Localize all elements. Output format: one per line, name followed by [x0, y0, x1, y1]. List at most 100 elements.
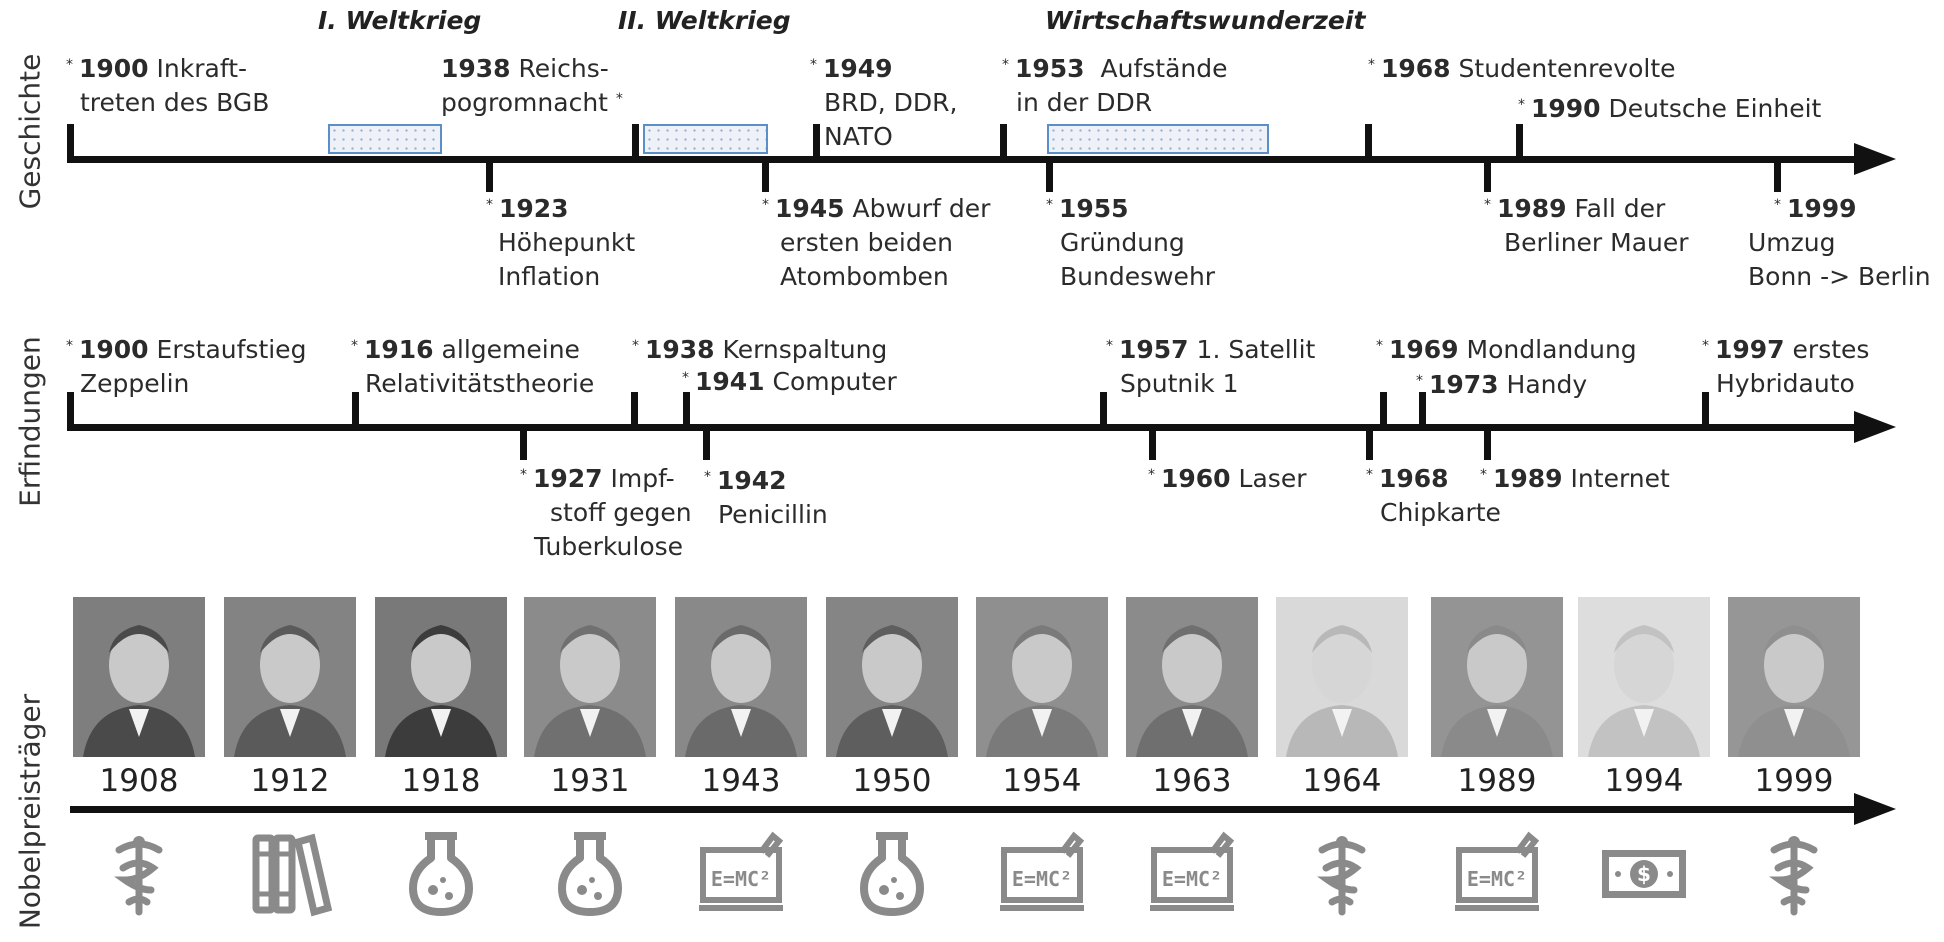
- svg-text:E=MC²: E=MC²: [1467, 867, 1527, 891]
- laureate-portrait: [976, 597, 1108, 757]
- period-label-ww2: II. Weltkrieg: [618, 6, 791, 35]
- period-label-wirtschaftswunder: Wirtschaftswunderzeit: [1045, 6, 1366, 35]
- history-event: *1989 Fall der Berliner Mauer: [1484, 194, 1689, 257]
- emc2-board-icon: E=MC²: [1142, 828, 1242, 918]
- history-tick: [1516, 124, 1523, 160]
- history-event: *1968 Studentenrevolte: [1368, 54, 1676, 83]
- laureate-portrait: [375, 597, 507, 757]
- nobel-axis-arrowhead: [1854, 793, 1896, 825]
- invention-event: *1916 allgemeine Relativitätstheorie: [351, 335, 595, 398]
- history-axis-arrowhead: [1854, 143, 1896, 175]
- flask-icon: [391, 828, 491, 918]
- row-label-history: Geschichte: [13, 53, 47, 210]
- books-icon: [240, 828, 340, 918]
- history-tick: [813, 124, 820, 160]
- laureate-portrait: [675, 597, 807, 757]
- flask-icon: [540, 828, 640, 918]
- emc2-board-icon: E=MC²: [992, 828, 1092, 918]
- laureate-year: 1954: [1002, 763, 1082, 799]
- inventions-tick: [1702, 392, 1709, 428]
- laureate-year: 1999: [1754, 763, 1834, 799]
- laureate-year: 1912: [250, 763, 330, 799]
- invention-event: *1927 Impf- stoff gegen Tuberkulose: [520, 464, 692, 561]
- invention-event: *1997 erstes Hybridauto: [1702, 335, 1870, 398]
- flask-icon: [842, 828, 942, 918]
- money-bill-icon: $: [1594, 828, 1694, 918]
- svg-text:E=MC²: E=MC²: [1162, 867, 1222, 891]
- inventions-tick: [703, 424, 710, 460]
- invention-event: *1957 1. Satellit Sputnik 1: [1106, 335, 1316, 398]
- caduceus-icon: [89, 828, 189, 918]
- laureate-year: 1963: [1152, 763, 1232, 799]
- inventions-tick: [631, 392, 638, 428]
- inventions-tick: [520, 424, 527, 460]
- svg-text:$: $: [1637, 862, 1651, 886]
- invention-event: *1900 Erstaufstieg Zeppelin: [66, 335, 307, 398]
- period-box-wirtschaftswunder: [1047, 124, 1269, 154]
- caduceus-icon: [1292, 828, 1392, 918]
- nobel-axis: [70, 806, 1867, 813]
- laureate-year: 1964: [1302, 763, 1382, 799]
- inventions-tick: [1380, 392, 1387, 428]
- inventions-tick: [67, 392, 74, 428]
- inventions-tick: [1484, 424, 1491, 460]
- laureate-portrait: [1728, 597, 1860, 757]
- inventions-tick: [1100, 392, 1107, 428]
- history-event: *1949 BRD, DDR, NATO: [810, 54, 958, 151]
- period-box-ww2: [643, 124, 768, 154]
- invention-event: *1973 Handy: [1416, 370, 1588, 399]
- laureate-portrait: [826, 597, 958, 757]
- laureate-portrait: [1276, 597, 1408, 757]
- inventions-axis-arrowhead: [1854, 411, 1896, 443]
- laureate-year: 1994: [1604, 763, 1684, 799]
- history-tick: [1365, 124, 1372, 160]
- period-label-ww1: I. Weltkrieg: [318, 6, 482, 35]
- caduceus-icon: [1744, 828, 1844, 918]
- svg-text:E=MC²: E=MC²: [711, 867, 771, 891]
- svg-text:E=MC²: E=MC²: [1012, 867, 1072, 891]
- history-tick: [632, 124, 639, 160]
- history-tick: [762, 156, 769, 192]
- history-tick: [1774, 156, 1781, 192]
- invention-event: *1960 Laser: [1148, 464, 1307, 493]
- inventions-tick: [683, 392, 690, 428]
- emc2-board-icon: E=MC²: [1447, 828, 1547, 918]
- laureate-portrait: [1126, 597, 1258, 757]
- laureate-year: 1989: [1457, 763, 1537, 799]
- invention-event: *1969 Mondlandung: [1376, 335, 1637, 364]
- history-tick: [1484, 156, 1491, 192]
- invention-event: *1942 Penicillin: [704, 466, 828, 529]
- laureate-portrait: [524, 597, 656, 757]
- invention-event: *1941 Computer: [682, 367, 897, 396]
- history-event: *1955 Gründung Bundeswehr: [1046, 194, 1216, 291]
- laureate-portrait: [224, 597, 356, 757]
- history-event: *1945 Abwurf der ersten beiden Atombombe…: [762, 194, 991, 291]
- row-label-nobel: Nobelpreisträger: [13, 693, 47, 930]
- laureate-year: 1918: [401, 763, 481, 799]
- period-box-ww1: [328, 124, 442, 154]
- history-axis: [67, 156, 1867, 163]
- history-event: *1990 Deutsche Einheit: [1518, 94, 1822, 123]
- laureate-year: 1943: [701, 763, 781, 799]
- emc2-board-icon: E=MC²: [691, 828, 791, 918]
- history-event: *1953 Aufstände in der DDR: [1002, 54, 1228, 117]
- laureate-portrait: [1431, 597, 1563, 757]
- laureate-year: 1950: [852, 763, 932, 799]
- inventions-tick: [352, 392, 359, 428]
- invention-event: *1989 Internet: [1480, 464, 1670, 493]
- history-tick: [486, 156, 493, 192]
- history-tick: [1046, 156, 1053, 192]
- invention-event: *1968 Chipkarte: [1366, 464, 1501, 527]
- inventions-axis: [67, 424, 1867, 431]
- inventions-tick: [1419, 392, 1426, 428]
- history-event: 1938 Reichs- pogromnacht *: [441, 54, 623, 117]
- history-tick: [67, 124, 74, 160]
- inventions-tick: [1366, 424, 1373, 460]
- laureate-portrait: [1578, 597, 1710, 757]
- row-label-inventions: Erfindungen: [13, 336, 47, 507]
- history-event: *1900 Inkraft- treten des BGB: [66, 54, 270, 117]
- laureate-year: 1931: [550, 763, 630, 799]
- laureate-year: 1908: [99, 763, 179, 799]
- laureate-portrait: [73, 597, 205, 757]
- history-event: *1923 Höhepunkt Inflation: [486, 194, 636, 291]
